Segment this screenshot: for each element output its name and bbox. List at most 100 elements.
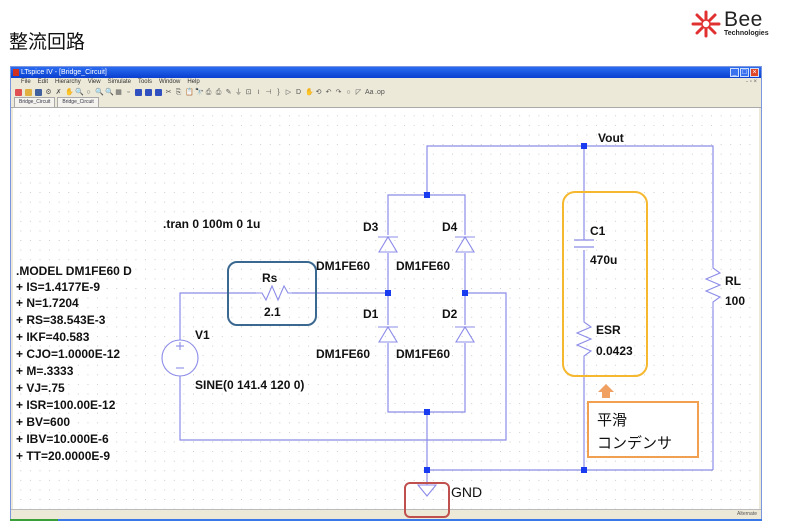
rs-name-label[interactable]: Rs bbox=[262, 271, 278, 285]
d1-model-label[interactable]: DM1FE60 bbox=[316, 347, 370, 361]
voltage-source-v1-symbol[interactable] bbox=[161, 339, 199, 377]
ground-icon[interactable]: ⏚ bbox=[235, 88, 242, 96]
v1-value-label[interactable]: SINE(0 141.4 120 0) bbox=[195, 378, 304, 392]
tile-vertical-icon[interactable] bbox=[145, 88, 152, 96]
menu-simulate[interactable]: Simulate bbox=[107, 79, 131, 85]
autoscale-icon[interactable]: ▦ bbox=[115, 88, 122, 96]
tran-directive[interactable]: .tran 0 100m 0 1u bbox=[163, 217, 260, 231]
copy-icon[interactable]: ⎘ bbox=[175, 88, 182, 96]
d2-name-label[interactable]: D2 bbox=[442, 307, 458, 321]
ground-icon[interactable] bbox=[416, 484, 438, 497]
menu-help[interactable]: Help bbox=[187, 79, 200, 85]
vout-net-label[interactable]: Vout bbox=[598, 131, 624, 145]
esr-value-label[interactable]: 0.0423 bbox=[596, 344, 633, 358]
close-button[interactable]: × bbox=[750, 68, 759, 77]
diode-d2-symbol[interactable] bbox=[455, 325, 475, 343]
c1-name-label[interactable]: C1 bbox=[590, 224, 606, 238]
logo-subtitle: Technologies bbox=[724, 30, 769, 37]
page-title: 整流回路 bbox=[9, 31, 86, 53]
cascade-icon[interactable] bbox=[155, 88, 162, 96]
print-preview-icon[interactable]: ⎙ bbox=[205, 88, 212, 96]
mirror-icon[interactable]: ◸ bbox=[355, 88, 362, 96]
d2-model-label[interactable]: DM1FE60 bbox=[396, 347, 450, 361]
run-icon[interactable]: ✗ bbox=[55, 88, 62, 96]
paste-icon[interactable]: 📋 bbox=[185, 88, 194, 96]
wire-vout-top[interactable] bbox=[426, 145, 714, 265]
v1-name-label[interactable]: V1 bbox=[195, 328, 210, 342]
rotate-icon[interactable]: ○ bbox=[346, 88, 351, 96]
halt-icon[interactable]: ✋ bbox=[65, 88, 74, 96]
title-bar[interactable]: LTspice IV - [Bridge_Circuit] _ □ × bbox=[11, 67, 761, 78]
menu-window[interactable]: Window bbox=[158, 79, 181, 85]
document-tabs: Bridge_Circuit Bridge_Circuit bbox=[11, 97, 761, 108]
resistor-rs-symbol[interactable] bbox=[256, 284, 292, 302]
model-directive[interactable]: .MODEL DM1FE60 D + IS=1.4177E-9 + N=1.72… bbox=[16, 264, 132, 463]
undo-icon[interactable]: ↶ bbox=[325, 88, 332, 96]
tab-schematic[interactable]: Bridge_Circuit bbox=[14, 97, 56, 107]
redo-icon[interactable]: ↷ bbox=[335, 88, 342, 96]
pan-icon[interactable]: ○ bbox=[86, 88, 91, 96]
d4-model-label[interactable]: DM1FE60 bbox=[396, 259, 450, 273]
rs-highlight-box bbox=[227, 261, 317, 326]
wire-source-left[interactable] bbox=[179, 292, 256, 340]
diode-d1-symbol[interactable] bbox=[378, 325, 398, 343]
label-net-icon[interactable]: ⊡ bbox=[245, 88, 252, 96]
inductor-icon[interactable]: } bbox=[277, 88, 280, 96]
sunburst-logo-icon bbox=[691, 10, 721, 38]
callout-line2: コンデンサ bbox=[597, 434, 672, 452]
wire-source-bottom[interactable] bbox=[179, 292, 507, 441]
esr-name-label[interactable]: ESR bbox=[596, 323, 621, 337]
d3-model-label[interactable]: DM1FE60 bbox=[316, 259, 370, 273]
zoom-fit-icon[interactable]: 🔍 bbox=[105, 88, 114, 96]
diode-icon[interactable]: ▷ bbox=[285, 88, 292, 96]
text-icon[interactable]: Aa bbox=[365, 88, 374, 96]
model-param: + CJO=1.0000E-12 bbox=[16, 347, 120, 361]
menu-hierarchy[interactable]: Hierarchy bbox=[55, 79, 81, 85]
wire-icon[interactable]: ✎ bbox=[225, 88, 232, 96]
menu-edit[interactable]: Edit bbox=[37, 79, 49, 85]
menu-file[interactable]: File bbox=[21, 79, 31, 85]
find-icon[interactable]: 🔭 bbox=[195, 88, 204, 96]
model-param: + TT=20.0000E-9 bbox=[16, 449, 110, 463]
callout-box bbox=[587, 401, 699, 458]
rl-name-label[interactable]: RL bbox=[725, 274, 741, 288]
spice-directive-icon[interactable]: .op bbox=[375, 88, 385, 96]
resistor-rl-symbol[interactable] bbox=[704, 265, 722, 310]
diode-d3-symbol[interactable] bbox=[378, 235, 398, 253]
model-param: + ISR=100.00E-12 bbox=[16, 398, 116, 412]
tab-waveform[interactable]: Bridge_Circuit bbox=[57, 97, 99, 107]
node-bridge-bottom bbox=[424, 409, 430, 415]
control-panel-icon[interactable]: ⚙ bbox=[45, 88, 52, 96]
maximize-button[interactable]: □ bbox=[740, 68, 749, 77]
capacitor-icon[interactable]: ⊣ bbox=[265, 88, 272, 96]
move-icon[interactable]: ✋ bbox=[305, 88, 314, 96]
bee-technologies-logo: Bee Technologies bbox=[690, 8, 780, 40]
mdi-window-controls[interactable]: - ▫ × bbox=[746, 79, 757, 85]
capacitor-c1-symbol[interactable] bbox=[574, 239, 594, 248]
c1-value-label[interactable]: 470u bbox=[590, 253, 617, 267]
d1-name-label[interactable]: D1 bbox=[363, 307, 379, 321]
resistor-esr-symbol[interactable] bbox=[575, 320, 593, 360]
new-schematic-icon[interactable] bbox=[15, 88, 22, 96]
resistor-icon[interactable]: ≀ bbox=[257, 88, 260, 96]
tile-horizontal-icon[interactable] bbox=[135, 88, 142, 96]
menu-tools[interactable]: Tools bbox=[137, 79, 152, 85]
rs-value-label[interactable]: 2.1 bbox=[264, 305, 281, 319]
diode-d4-symbol[interactable] bbox=[455, 235, 475, 253]
cut-icon[interactable]: ✂ bbox=[165, 88, 172, 96]
component-icon[interactable]: D bbox=[295, 88, 302, 96]
minimize-button[interactable]: _ bbox=[730, 68, 739, 77]
model-header: .MODEL DM1FE60 D bbox=[16, 264, 132, 278]
open-icon[interactable] bbox=[25, 88, 32, 96]
zoom-out-icon[interactable]: 🔍 bbox=[95, 88, 104, 96]
print-icon[interactable]: ⎙ bbox=[215, 88, 222, 96]
save-icon[interactable] bbox=[35, 88, 42, 96]
toolbar: ⚙ ✗ ✋ 🔍 ○ 🔍 🔍 ▦ ▫ ✂ ⎘ 📋 🔭 ⎙ ⎙ ✎ ⏚ ⊡ ≀ ⊣ … bbox=[11, 87, 761, 97]
delete-waveform-icon[interactable]: ▫ bbox=[127, 88, 130, 96]
drag-icon[interactable]: ⟲ bbox=[315, 88, 322, 96]
rl-value-label[interactable]: 100 bbox=[725, 294, 745, 308]
menu-view[interactable]: View bbox=[87, 79, 101, 85]
zoom-in-icon[interactable]: 🔍 bbox=[75, 88, 84, 96]
d3-name-label[interactable]: D3 bbox=[363, 220, 379, 234]
d4-name-label[interactable]: D4 bbox=[442, 220, 458, 234]
